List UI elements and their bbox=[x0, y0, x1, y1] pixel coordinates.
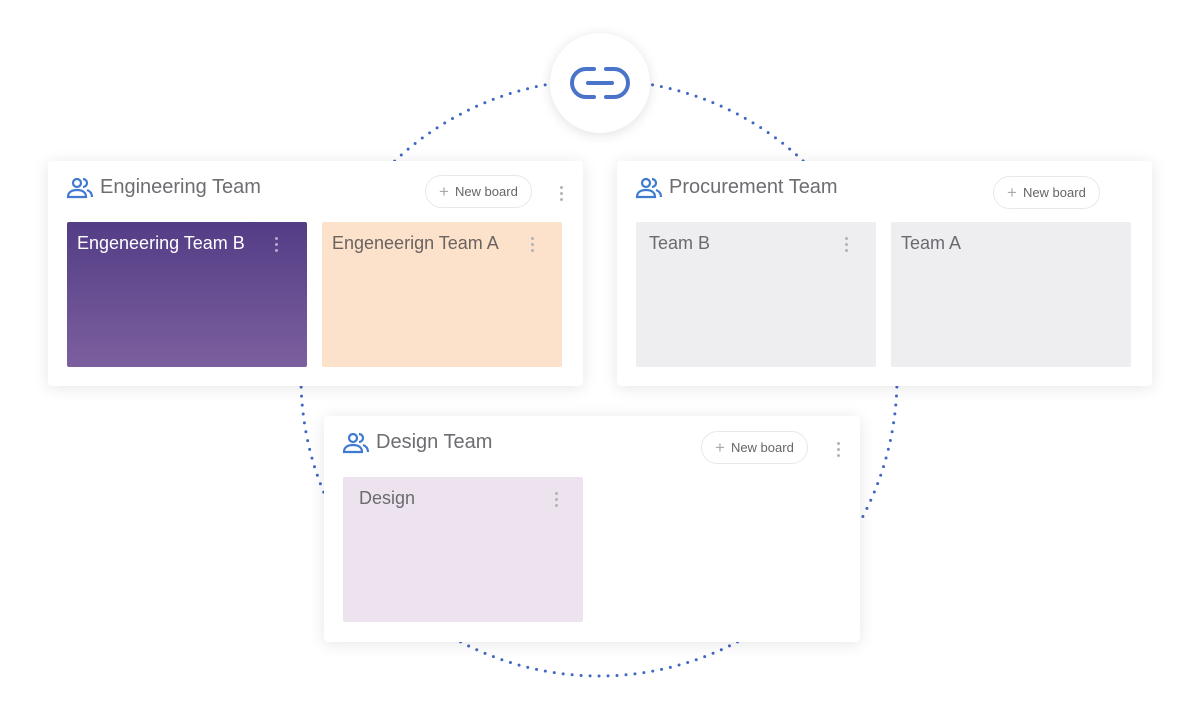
board-menu-icon[interactable] bbox=[553, 492, 559, 507]
team-menu-icon[interactable] bbox=[835, 442, 841, 457]
team-icon bbox=[66, 177, 94, 198]
team-icon bbox=[342, 432, 370, 453]
board-menu-icon[interactable] bbox=[843, 237, 849, 252]
board-tile[interactable]: Team A bbox=[891, 222, 1131, 367]
board-tile[interactable]: Team B bbox=[636, 222, 876, 367]
team-card-procurement: Procurement Team + New board Team B Team … bbox=[617, 161, 1152, 386]
board-title: Team A bbox=[901, 233, 962, 253]
board-menu-icon[interactable] bbox=[273, 237, 279, 252]
plus-icon: + bbox=[439, 182, 449, 201]
board-menu-icon[interactable] bbox=[529, 237, 535, 252]
link-icon bbox=[570, 67, 630, 99]
board-tile[interactable]: Engeneering Team B bbox=[67, 222, 307, 367]
team-card-engineering: Engineering Team + New board Engeneering … bbox=[48, 161, 583, 386]
new-board-button[interactable]: + New board bbox=[701, 431, 808, 464]
board-tile[interactable]: Engeneerign Team A bbox=[322, 222, 562, 367]
team-icon bbox=[635, 177, 663, 198]
new-board-button[interactable]: + New board bbox=[993, 176, 1100, 209]
plus-icon: + bbox=[715, 438, 725, 457]
link-hub[interactable] bbox=[550, 33, 650, 133]
new-board-label: New board bbox=[730, 440, 794, 455]
board-title: Team B bbox=[649, 233, 711, 253]
new-board-label: New board bbox=[454, 184, 518, 199]
team-card-design: Design Team + New board Design bbox=[324, 416, 860, 642]
new-board-button[interactable]: + New board bbox=[425, 175, 532, 208]
board-tile[interactable]: Design bbox=[343, 477, 583, 622]
team-name: Design Team bbox=[376, 431, 493, 453]
board-title: Engeneerign Team A bbox=[332, 233, 499, 253]
new-board-label: New board bbox=[1022, 185, 1086, 200]
team-menu-icon[interactable] bbox=[558, 186, 564, 201]
team-name: Engineering Team bbox=[100, 176, 261, 198]
plus-icon: + bbox=[1007, 183, 1017, 202]
team-name: Procurement Team bbox=[669, 176, 838, 198]
board-title: Engeneering Team B bbox=[77, 233, 245, 253]
board-title: Design bbox=[359, 488, 416, 508]
